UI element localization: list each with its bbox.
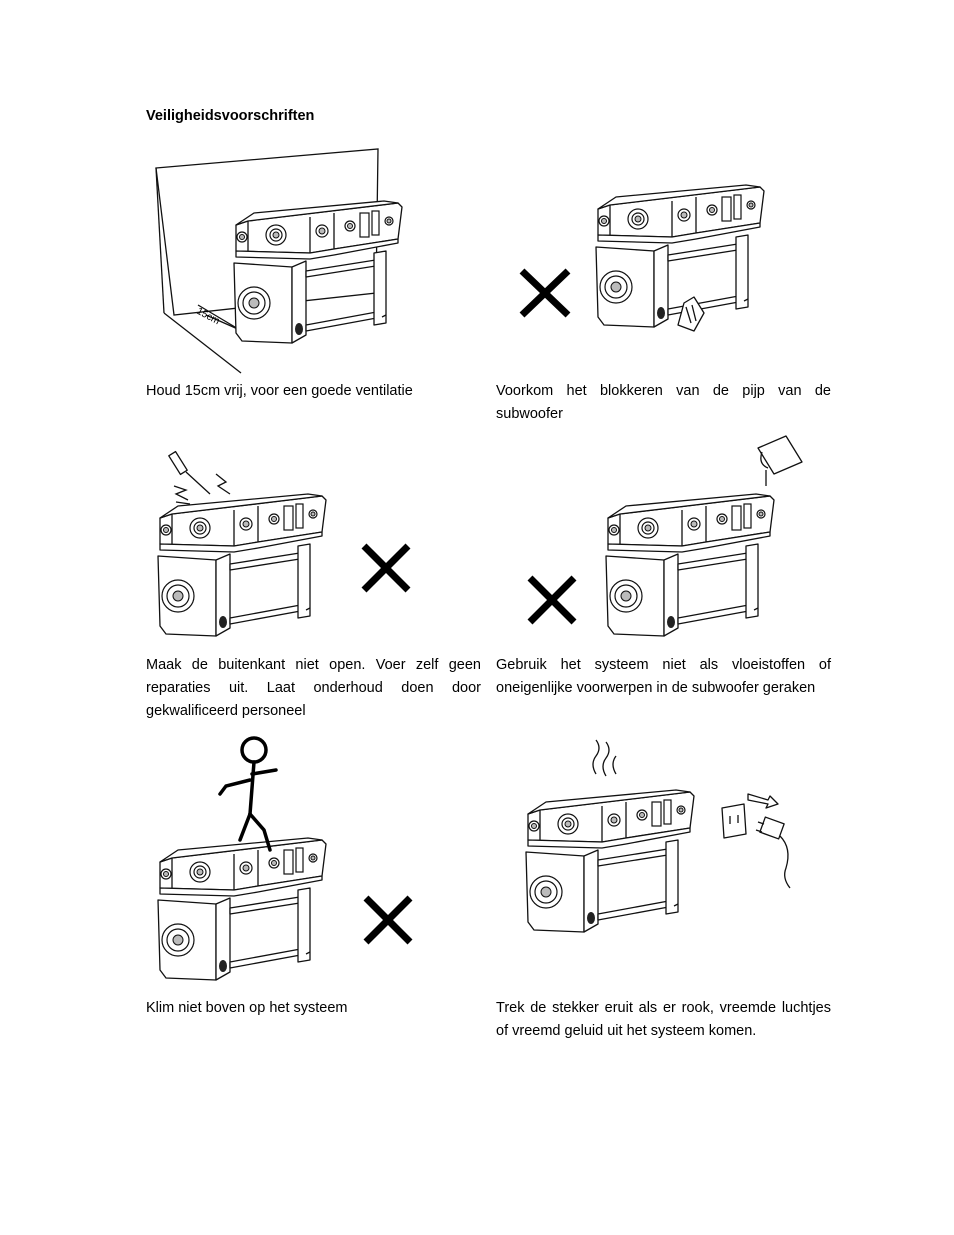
plug-icon bbox=[755, 816, 791, 889]
arrow-icon bbox=[747, 793, 779, 809]
cross-icon bbox=[361, 543, 411, 593]
cross-icon bbox=[519, 268, 571, 318]
illustration-unplug bbox=[525, 739, 791, 933]
caption-no-climbing: Klim niet boven op het systeem bbox=[146, 1000, 348, 1016]
caption-no-repair: Maak de buitenkant niet open. Voer zelf … bbox=[146, 657, 481, 719]
caption-unplug: Trek de stekker eruit als er rook, vreem… bbox=[496, 1000, 831, 1039]
page-title: Veiligheidsvoorschriften bbox=[146, 108, 315, 124]
distance-label: 15cm bbox=[195, 306, 222, 327]
caption-ventilation: Houd 15cm vrij, voor een goede ventilati… bbox=[146, 383, 413, 399]
screwdriver-icon bbox=[168, 450, 211, 495]
illustration-ventilation: 15cm bbox=[155, 148, 403, 374]
cup-pour-icon bbox=[757, 435, 803, 486]
illustration-no-climbing bbox=[157, 736, 413, 981]
cross-icon bbox=[527, 575, 577, 625]
caption-no-liquids: Gebruik het systeem niet als vloeistoffe… bbox=[496, 657, 831, 696]
cross-icon bbox=[363, 895, 413, 945]
illustration-subwoofer-port bbox=[519, 184, 765, 332]
wall-socket-icon bbox=[721, 803, 747, 839]
smoke-icon bbox=[592, 739, 617, 777]
illustration-no-repair bbox=[157, 450, 411, 637]
hand-blocking-icon bbox=[677, 296, 705, 332]
illustration-no-liquids bbox=[527, 435, 803, 637]
spark-icon bbox=[173, 473, 231, 505]
stick-figure-icon bbox=[218, 736, 278, 852]
caption-subwoofer-port: Voorkom het blokkeren van de pijp van de… bbox=[496, 383, 831, 422]
